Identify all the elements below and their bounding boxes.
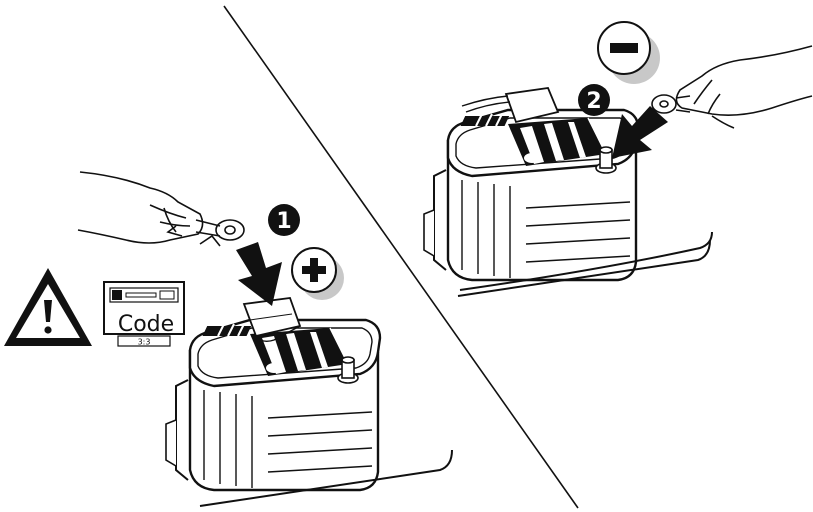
radio-code-card: Code 3:3 [104, 282, 184, 347]
minus-icon [598, 22, 660, 84]
svg-text:1: 1 [276, 209, 291, 234]
hand-with-clamp-right [652, 46, 812, 128]
warning-triangle-icon [4, 268, 92, 346]
plus-icon [292, 248, 344, 300]
step-2-badge: 2 [578, 84, 610, 116]
code-value: 3:3 [138, 338, 151, 347]
step-1-badge: 1 [268, 204, 300, 236]
hand-with-clamp-left [78, 172, 244, 246]
code-label: Code [118, 312, 174, 337]
arrow-step-1-icon [236, 242, 282, 306]
battery-left [166, 298, 452, 506]
svg-text:2: 2 [586, 89, 601, 114]
battery-right [424, 88, 712, 296]
